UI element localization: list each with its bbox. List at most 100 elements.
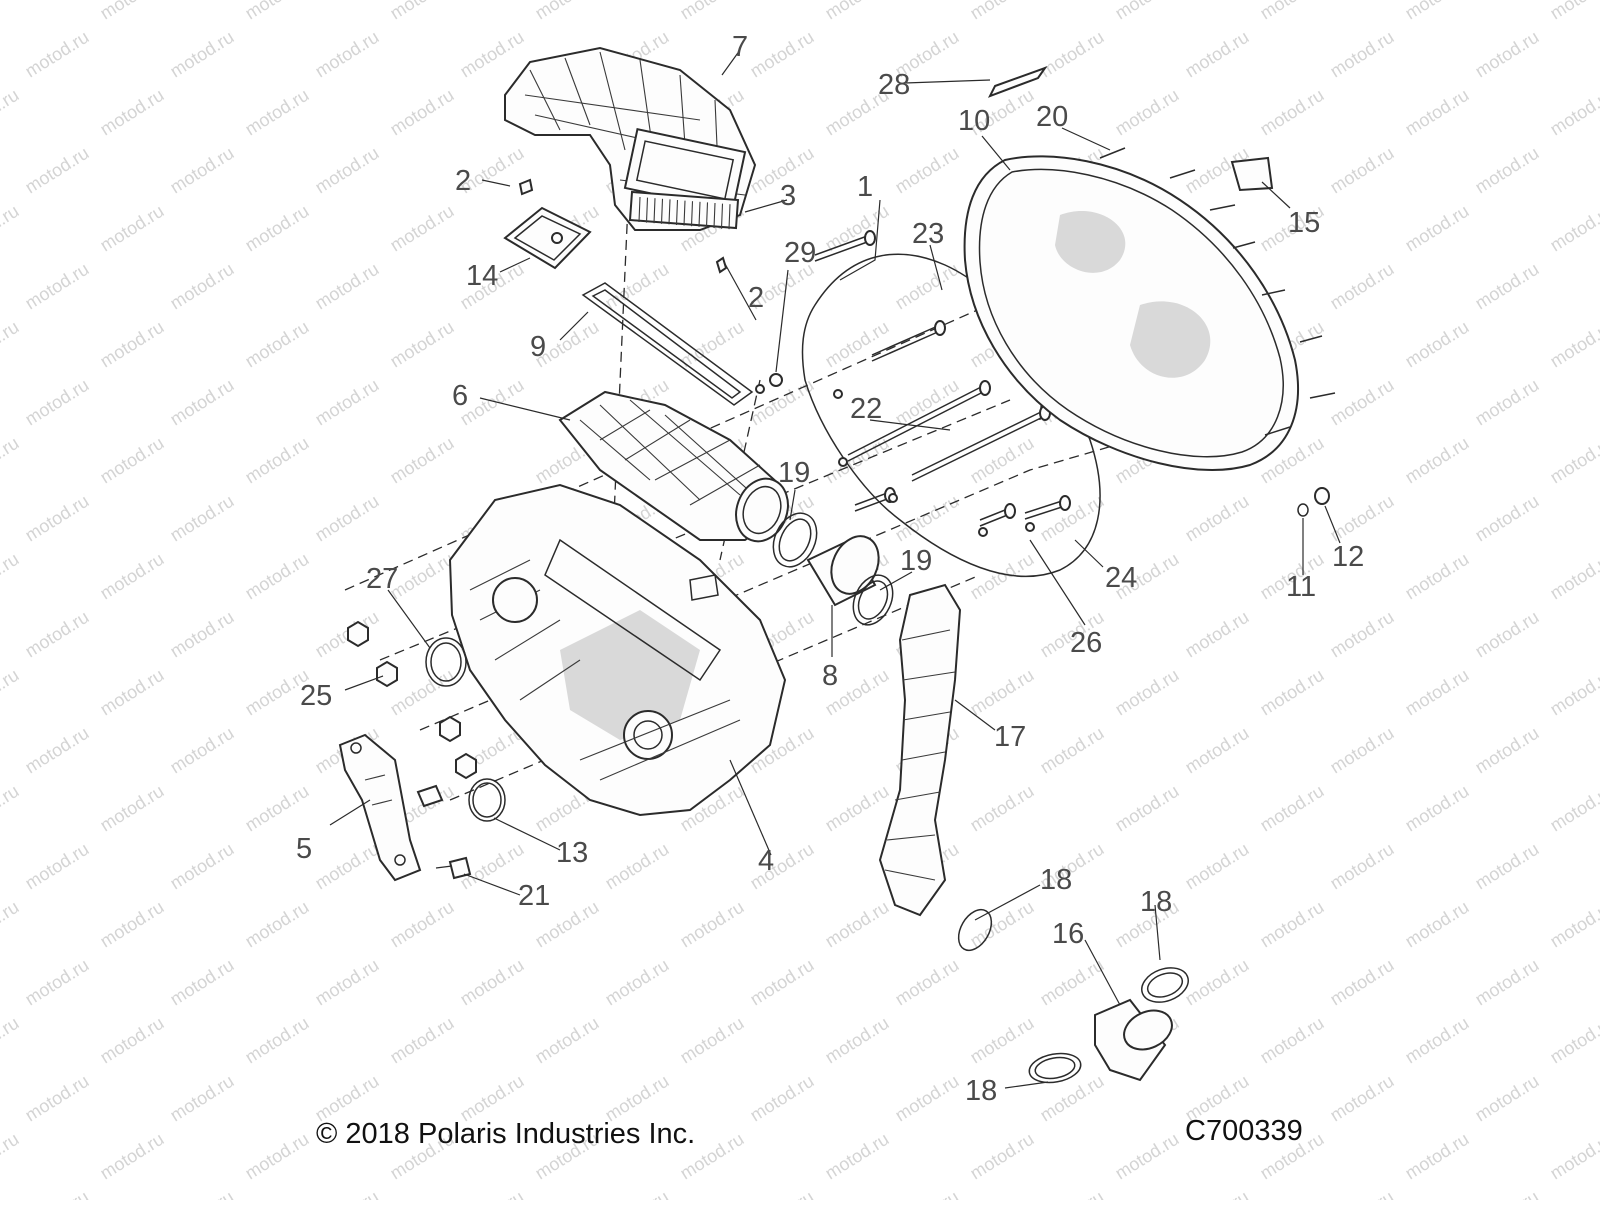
watermark-text: motod.ru (822, 1129, 893, 1184)
watermark-text: motod.ru (1547, 781, 1600, 836)
watermark-text: motod.ru (242, 897, 313, 952)
watermark-text: motod.ru (167, 1187, 238, 1200)
watermark-text: motod.ru (967, 665, 1038, 720)
watermark-text: motod.ru (387, 897, 458, 952)
watermark-text: motod.ru (312, 491, 383, 546)
watermark-text: motod.ru (747, 1071, 818, 1126)
watermark-text: motod.ru (97, 1129, 168, 1184)
bolt-shank (871, 330, 941, 362)
watermark-text: motod.ru (1257, 665, 1328, 720)
bolt (871, 324, 941, 356)
bolt-head (934, 320, 946, 336)
watermark-text: motod.ru (97, 201, 168, 256)
watermark-text: motod.ru (0, 201, 22, 256)
watermark-text: motod.ru (22, 143, 93, 198)
callout-9: 9 (530, 331, 546, 363)
watermark-text: motod.ru (967, 0, 1038, 23)
watermark-text: motod.ru (1327, 375, 1398, 430)
callout-15: 15 (1288, 207, 1320, 239)
watermark-text: motod.ru (22, 259, 93, 314)
callout-24: 24 (1105, 562, 1137, 594)
watermark-text: motod.ru (892, 1071, 963, 1126)
callout-4: 4 (758, 845, 774, 877)
watermark-text: motod.ru (1402, 0, 1473, 23)
watermark-text: motod.ru (747, 27, 818, 82)
watermark-text: motod.ru (22, 955, 93, 1010)
callout-26: 26 (1070, 627, 1102, 659)
part-10-outer-cover (963, 155, 1299, 471)
watermark-text: motod.ru (167, 375, 238, 430)
watermark-text: motod.ru (1037, 491, 1108, 546)
watermark-text: motod.ru (822, 201, 893, 256)
watermark-text: motod.ru (22, 491, 93, 546)
callout-23: 23 (912, 218, 944, 250)
watermark-text: motod.ru (1112, 1129, 1183, 1184)
watermark-text: motod.ru (312, 955, 383, 1010)
watermark-text: motod.ru (1112, 0, 1183, 23)
watermark-text: motod.ru (22, 839, 93, 894)
watermark-text: motod.ru (312, 143, 383, 198)
watermark-text: motod.ru (677, 1013, 748, 1068)
watermark-text: motod.ru (457, 955, 528, 1010)
watermark-text: motod.ru (0, 549, 22, 604)
watermark-text: motod.ru (242, 1013, 313, 1068)
watermark-text: motod.ru (1547, 317, 1600, 372)
watermark-text: motod.ru (1402, 549, 1473, 604)
watermark-text: motod.ru (97, 665, 168, 720)
watermark-text: motod.ru (602, 259, 673, 314)
bolt-head (1004, 503, 1016, 519)
parts-11-12-washers (1297, 487, 1330, 517)
bolt-head (864, 230, 876, 246)
watermark-text: motod.ru (1257, 85, 1328, 140)
watermark-text: motod.ru (97, 549, 168, 604)
watermark-text: motod.ru (312, 27, 383, 82)
bolt-shank (911, 415, 1046, 482)
watermark-text: motod.ru (1547, 1013, 1600, 1068)
watermark-text: motod.ru (167, 1071, 238, 1126)
watermark-text: motod.ru (1402, 665, 1473, 720)
diagram-code: C700339 (1185, 1115, 1303, 1147)
callout-17: 17 (994, 721, 1026, 753)
callout-2: 2 (748, 282, 764, 314)
watermark-text: motod.ru (1472, 955, 1543, 1010)
watermark-text: motod.ru (1182, 27, 1253, 82)
watermark-text: motod.ru (242, 0, 313, 23)
watermark-text: motod.ru (1327, 143, 1398, 198)
watermark-text: motod.ru (1547, 85, 1600, 140)
watermark-text: motod.ru (1472, 143, 1543, 198)
callout-19: 19 (900, 545, 932, 577)
callout-21: 21 (518, 880, 550, 912)
callout-19: 19 (778, 457, 810, 489)
watermark-text: motod.ru (1037, 723, 1108, 778)
watermark-text: motod.ru (1472, 723, 1543, 778)
watermark-text: motod.ru (1112, 665, 1183, 720)
watermark-text: motod.ru (1472, 375, 1543, 430)
copyright-notice: © 2018 Polaris Industries Inc. (316, 1118, 695, 1150)
watermark-text: motod.ru (1257, 1013, 1328, 1068)
watermark-text: motod.ru (1402, 781, 1473, 836)
watermark-text: motod.ru (1327, 607, 1398, 662)
part-1-cover-seal (801, 253, 1101, 578)
small-screws (518, 147, 1336, 537)
watermark-text: motod.ru (22, 607, 93, 662)
watermark-text: motod.ru (822, 781, 893, 836)
watermark-text: motod.ru (967, 781, 1038, 836)
watermark-text: motod.ru (892, 955, 963, 1010)
watermark-text: motod.ru (1472, 1071, 1543, 1126)
callout-27: 27 (366, 563, 398, 595)
part-28-decal (987, 65, 1048, 98)
callout-18: 18 (965, 1075, 997, 1107)
watermark-text: motod.ru (1112, 781, 1183, 836)
callout-5: 5 (296, 833, 312, 865)
watermark-text: motod.ru (167, 491, 238, 546)
part-22-long-bolts (814, 230, 1071, 527)
left-fasteners (347, 620, 506, 880)
watermark-text: motod.ru (312, 1187, 383, 1200)
watermark-text: motod.ru (167, 27, 238, 82)
part-16-lower-coupler (957, 908, 1189, 1084)
watermark-text: motod.ru (387, 1013, 458, 1068)
bolt (814, 234, 871, 256)
part-6-lower-intake-duct (558, 390, 789, 543)
watermark-text: motod.ru (97, 433, 168, 488)
